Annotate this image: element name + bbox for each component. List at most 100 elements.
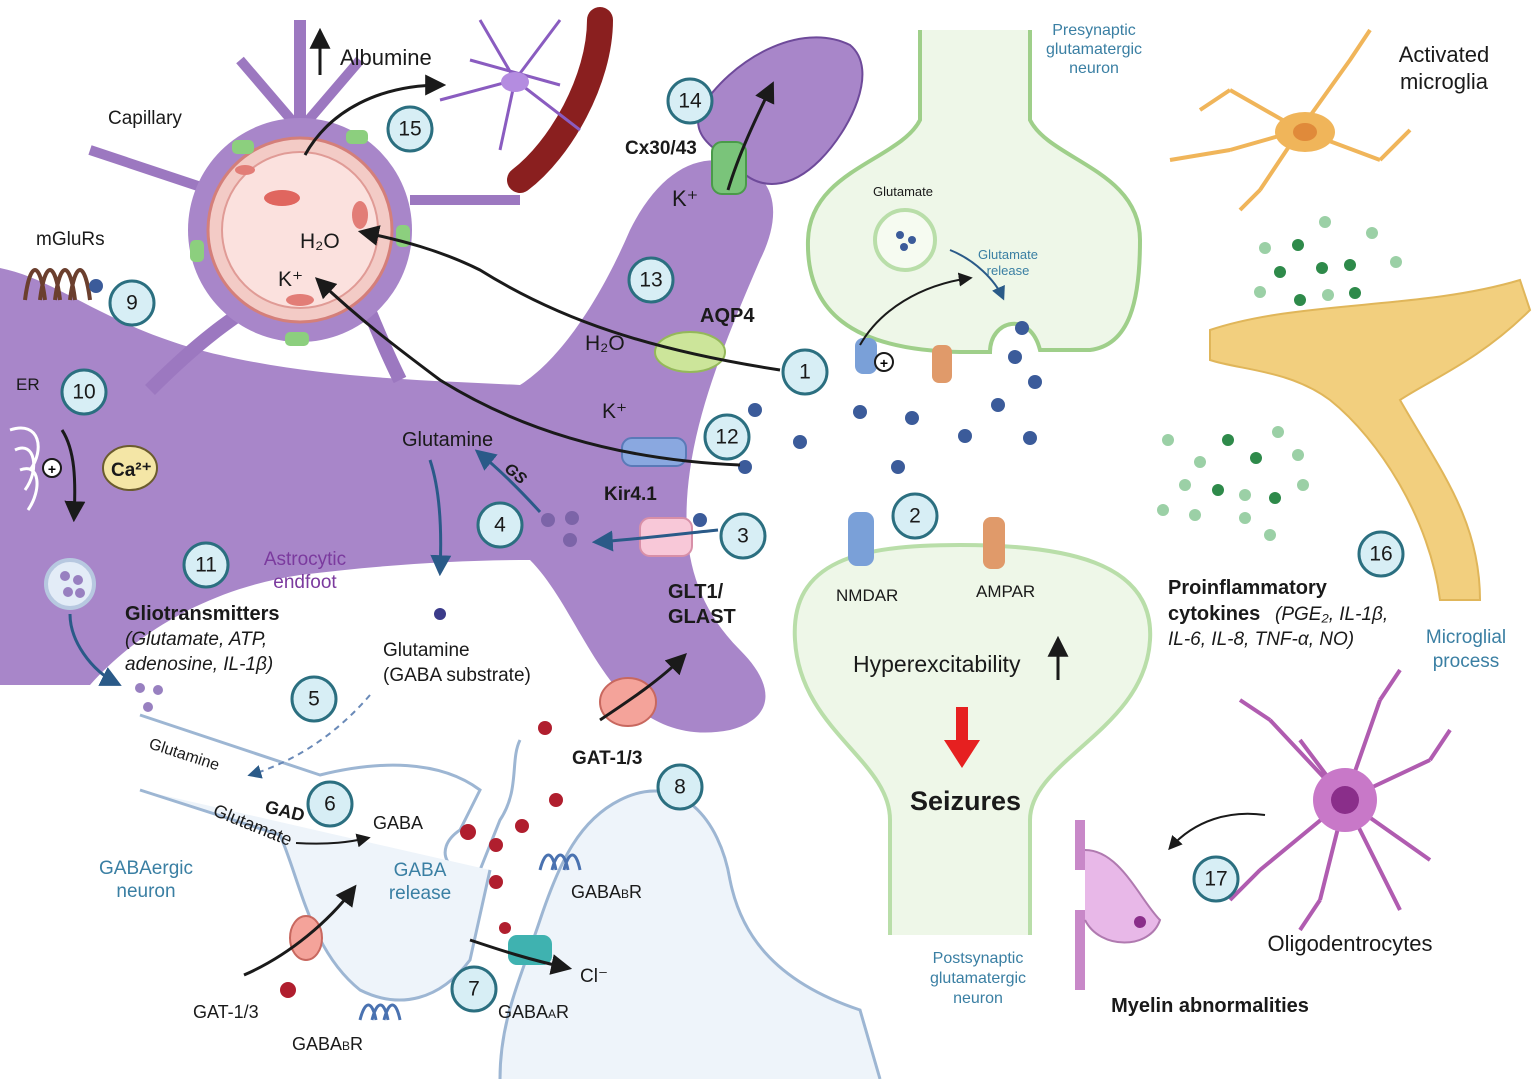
microglial-process-label-2: process bbox=[1433, 651, 1500, 672]
step-10: 10 bbox=[60, 368, 108, 416]
astrocyte-vessel-icon bbox=[439, 7, 613, 193]
capillary-label: Capillary bbox=[108, 108, 182, 129]
svg-text:17: 17 bbox=[1204, 868, 1227, 891]
connexin-label: Cx30/43 bbox=[625, 138, 697, 159]
glutamine-axon-label: Glutamine bbox=[147, 736, 222, 775]
postsynaptic-label-3: neuron bbox=[953, 990, 1003, 1007]
activated-microglia-label-1: Activated bbox=[1399, 42, 1490, 67]
astrocytic-endfoot-label-1: Astrocytic bbox=[264, 549, 346, 570]
plus-icon: + bbox=[48, 461, 56, 477]
myelin-sheath bbox=[1075, 820, 1162, 990]
step-11: 11 bbox=[182, 541, 230, 589]
step-markers: 1 2 3 4 5 6 7 8 9 10 11 12 13 14 15 16 1… bbox=[60, 77, 1405, 1013]
proinflammatory-label-2: cytokines bbox=[1168, 603, 1260, 625]
gaba-release-label-1: GABA bbox=[394, 860, 447, 881]
mglur-receptor bbox=[23, 268, 103, 301]
svg-text:6: 6 bbox=[324, 793, 336, 816]
calcium-badge bbox=[102, 445, 158, 491]
gabaergic-neuron-label-1: GABAergic bbox=[99, 858, 193, 879]
glt1-label-1: GLT1/ bbox=[668, 581, 724, 603]
svg-text:4: 4 bbox=[494, 514, 506, 537]
activated-microglia bbox=[1169, 28, 1412, 212]
svg-text:5: 5 bbox=[308, 688, 320, 711]
gaba-release-label-2: release bbox=[389, 883, 451, 904]
svg-text:10: 10 bbox=[72, 381, 95, 404]
step-14: 14 bbox=[666, 77, 714, 125]
proinflammatory-label-1: Proinflammatory bbox=[1168, 577, 1328, 599]
capillary-water-label: H₂O bbox=[300, 230, 340, 253]
microglial-process-label-1: Microglial bbox=[1426, 627, 1506, 648]
activated-microglia-label-2: microglia bbox=[1400, 69, 1489, 94]
svg-text:1: 1 bbox=[799, 361, 811, 384]
gliotransmitters-line-1: (Glutamate, ATP, bbox=[125, 629, 267, 650]
labels: Albumine Capillary mGluRs ER H₂O K⁺ Cx30… bbox=[16, 22, 1506, 1054]
gliotransmitter-vesicle bbox=[44, 558, 163, 712]
astrocyte-potassium-label: K⁺ bbox=[602, 400, 627, 423]
svg-text:3: 3 bbox=[737, 525, 749, 548]
gabaergic-neuron-label-2: neuron bbox=[116, 881, 175, 902]
step-4: 4 bbox=[476, 501, 524, 549]
step-13: 13 bbox=[627, 256, 675, 304]
postsynaptic-neuron bbox=[792, 512, 1153, 935]
glutamate-release-label-2: release bbox=[987, 263, 1030, 278]
presynaptic-neuron bbox=[805, 30, 1143, 383]
postsynaptic-label-1: Postsynaptic bbox=[933, 950, 1024, 967]
presynaptic-label-1: Presynaptic bbox=[1052, 22, 1136, 39]
capillary bbox=[188, 118, 412, 346]
svg-text:15: 15 bbox=[398, 118, 421, 141]
myelin-label: Myelin abnormalities bbox=[1111, 995, 1309, 1017]
seizures-label: Seizures bbox=[910, 786, 1021, 816]
svg-text:13: 13 bbox=[639, 269, 662, 292]
plus-icons: + + bbox=[42, 355, 888, 478]
capillary-potassium-label: K⁺ bbox=[278, 268, 303, 291]
pathway-arrows bbox=[60, 27, 1266, 977]
glutamine-astrocyte-label: Glutamine bbox=[402, 429, 493, 451]
step-5: 5 bbox=[290, 675, 338, 723]
gabab-right-label: GABABR bbox=[571, 882, 642, 902]
svg-text:16: 16 bbox=[1369, 543, 1392, 566]
er-label: ER bbox=[16, 375, 40, 394]
step-17: 17 bbox=[1192, 855, 1240, 903]
astrocytic-endfoot-label-2: endfoot bbox=[273, 572, 337, 593]
mglurs-label: mGluRs bbox=[36, 229, 105, 250]
svg-text:11: 11 bbox=[195, 554, 217, 577]
albumine-label: Albumine bbox=[340, 45, 432, 70]
gat-bottom-label: GAT-1/3 bbox=[193, 1002, 259, 1022]
gliotransmitters-line-2: adenosine, IL-1β) bbox=[125, 654, 273, 675]
gabab-bottom-label: GABABR bbox=[292, 1034, 363, 1054]
aqp4-label: AQP4 bbox=[700, 305, 755, 327]
step-8: 8 bbox=[656, 763, 704, 811]
hyperexcitability-label: Hyperexcitability bbox=[853, 651, 1021, 677]
proinflammatory-label-4: IL-6, IL-8, TNF-α, NO) bbox=[1168, 629, 1354, 650]
gabaa-label: GABAAR bbox=[498, 1002, 569, 1022]
nmdar-label: NMDAR bbox=[836, 586, 898, 605]
presynaptic-label-3: neuron bbox=[1069, 60, 1119, 77]
glutamine-substrate-label-2: (GABA substrate) bbox=[383, 665, 531, 686]
svg-text:14: 14 bbox=[678, 90, 702, 113]
kir41-label: Kir4.1 bbox=[604, 484, 657, 505]
plus-icon: + bbox=[880, 355, 888, 371]
glutamine-substrate-label-1: Glutamine bbox=[383, 640, 470, 661]
microglial-process bbox=[1209, 278, 1532, 601]
calcium-label: Ca²⁺ bbox=[111, 460, 152, 481]
step-12: 12 bbox=[703, 413, 751, 461]
glutamate-vesicle-label: Glutamate bbox=[873, 184, 933, 199]
svg-text:12: 12 bbox=[715, 426, 738, 449]
presynaptic-label-2: glutamatergic bbox=[1046, 41, 1142, 58]
gabaergic-neuron bbox=[139, 141, 882, 1079]
svg-text:2: 2 bbox=[909, 505, 921, 528]
glutamate-dots bbox=[434, 321, 1042, 620]
svg-text:8: 8 bbox=[674, 776, 686, 799]
step-16: 16 bbox=[1357, 530, 1405, 578]
step-6: 6 bbox=[306, 780, 354, 828]
er-icon bbox=[9, 426, 40, 511]
glutamate-release-label-1: Glutamate bbox=[978, 247, 1038, 262]
step-2: 2 bbox=[891, 492, 939, 540]
ampar-label: AMPAR bbox=[976, 582, 1035, 601]
gliotransmitters-title: Gliotransmitters bbox=[125, 603, 279, 625]
proinflammatory-label-3: (PGE₂, IL-1β, bbox=[1275, 604, 1388, 625]
astrocyte-water-label: H₂O bbox=[585, 332, 625, 355]
gaba-label: GABA bbox=[373, 813, 423, 833]
gat-mid-label: GAT-1/3 bbox=[572, 748, 642, 769]
